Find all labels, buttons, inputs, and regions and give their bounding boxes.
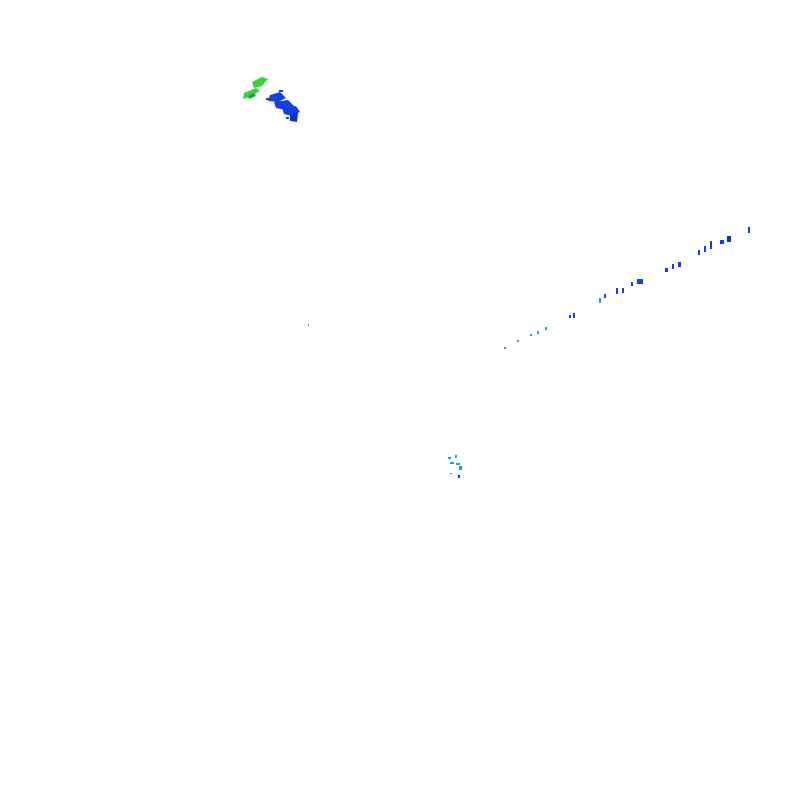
echo-isolated-center — [308, 324, 309, 326]
echo-cell — [622, 288, 624, 293]
echo-cell — [720, 240, 724, 244]
echo-cell — [616, 288, 618, 294]
echo-cell — [268, 92, 286, 102]
echo-cell — [530, 334, 532, 336]
echo-cell — [450, 462, 454, 464]
echo-cell — [286, 117, 289, 119]
echo-cluster-south — [448, 455, 462, 478]
echo-cell — [308, 324, 309, 326]
echo-cell — [448, 457, 451, 459]
echo-cell — [537, 331, 539, 334]
echo-cell — [266, 98, 272, 100]
echo-cell — [504, 347, 506, 349]
echo-cell — [573, 313, 575, 318]
echo-cell — [248, 93, 256, 99]
echo-cluster-northwest — [243, 77, 300, 122]
echo-cell — [599, 298, 601, 303]
echo-cell — [455, 455, 457, 458]
echo-cell — [517, 340, 519, 342]
echo-cell — [459, 466, 462, 470]
echo-cell — [456, 463, 460, 465]
echo-cell — [637, 279, 643, 284]
echo-cell — [672, 264, 674, 269]
echo-cell — [545, 327, 547, 330]
echo-cell — [243, 88, 260, 99]
echo-cell — [704, 246, 706, 252]
echo-cell — [290, 113, 298, 122]
echo-cell — [252, 77, 268, 88]
echo-cell — [710, 241, 712, 249]
echo-cell — [631, 282, 633, 286]
echo-cell — [279, 90, 283, 92]
echo-cell — [678, 262, 681, 267]
echo-cell — [727, 236, 731, 242]
echo-cell — [450, 473, 452, 474]
echo-band-east — [504, 227, 750, 349]
echo-cell — [698, 250, 700, 255]
echo-cell — [569, 315, 571, 318]
echo-cell — [458, 475, 460, 478]
echo-cell — [748, 227, 750, 233]
echo-cell — [604, 294, 606, 298]
echo-cell — [665, 268, 668, 272]
